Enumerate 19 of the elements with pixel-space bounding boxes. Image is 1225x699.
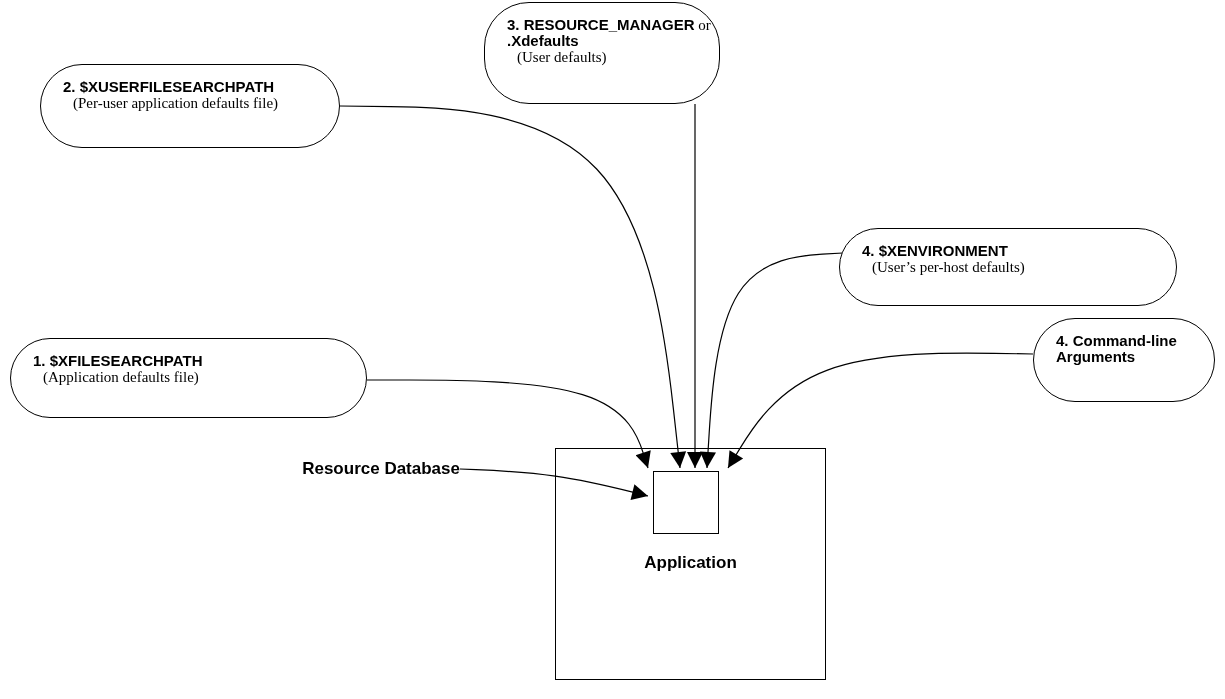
arrow (700, 252, 844, 469)
application-box (555, 448, 826, 680)
box-title: 4. $XENVIRONMENT (862, 243, 1009, 259)
database-box (653, 471, 719, 534)
arrow (459, 468, 649, 500)
arrow (687, 103, 703, 469)
box-subtitle: (Application defaults file) (42, 369, 200, 385)
box-title: 2. $XUSERFILESEARCHPATH (63, 79, 276, 95)
box-subtitle: (Per-user application defaults file) (72, 95, 280, 111)
box-title: 4. Command-line Arguments (1056, 333, 1178, 365)
box-subtitle: (User’s per-host defaults) (871, 259, 1026, 275)
box-subtitle: (User defaults) (516, 49, 608, 65)
arrow (366, 379, 651, 469)
box-title: 1. $XFILESEARCHPATH (33, 353, 204, 369)
box-label: Application (643, 553, 738, 573)
box-title: 3. RESOURCE_MANAGER or .Xdefaults (507, 17, 712, 49)
annotation-label: Resource Database (302, 459, 460, 478)
arrow (727, 352, 1034, 469)
arrow (339, 105, 687, 469)
